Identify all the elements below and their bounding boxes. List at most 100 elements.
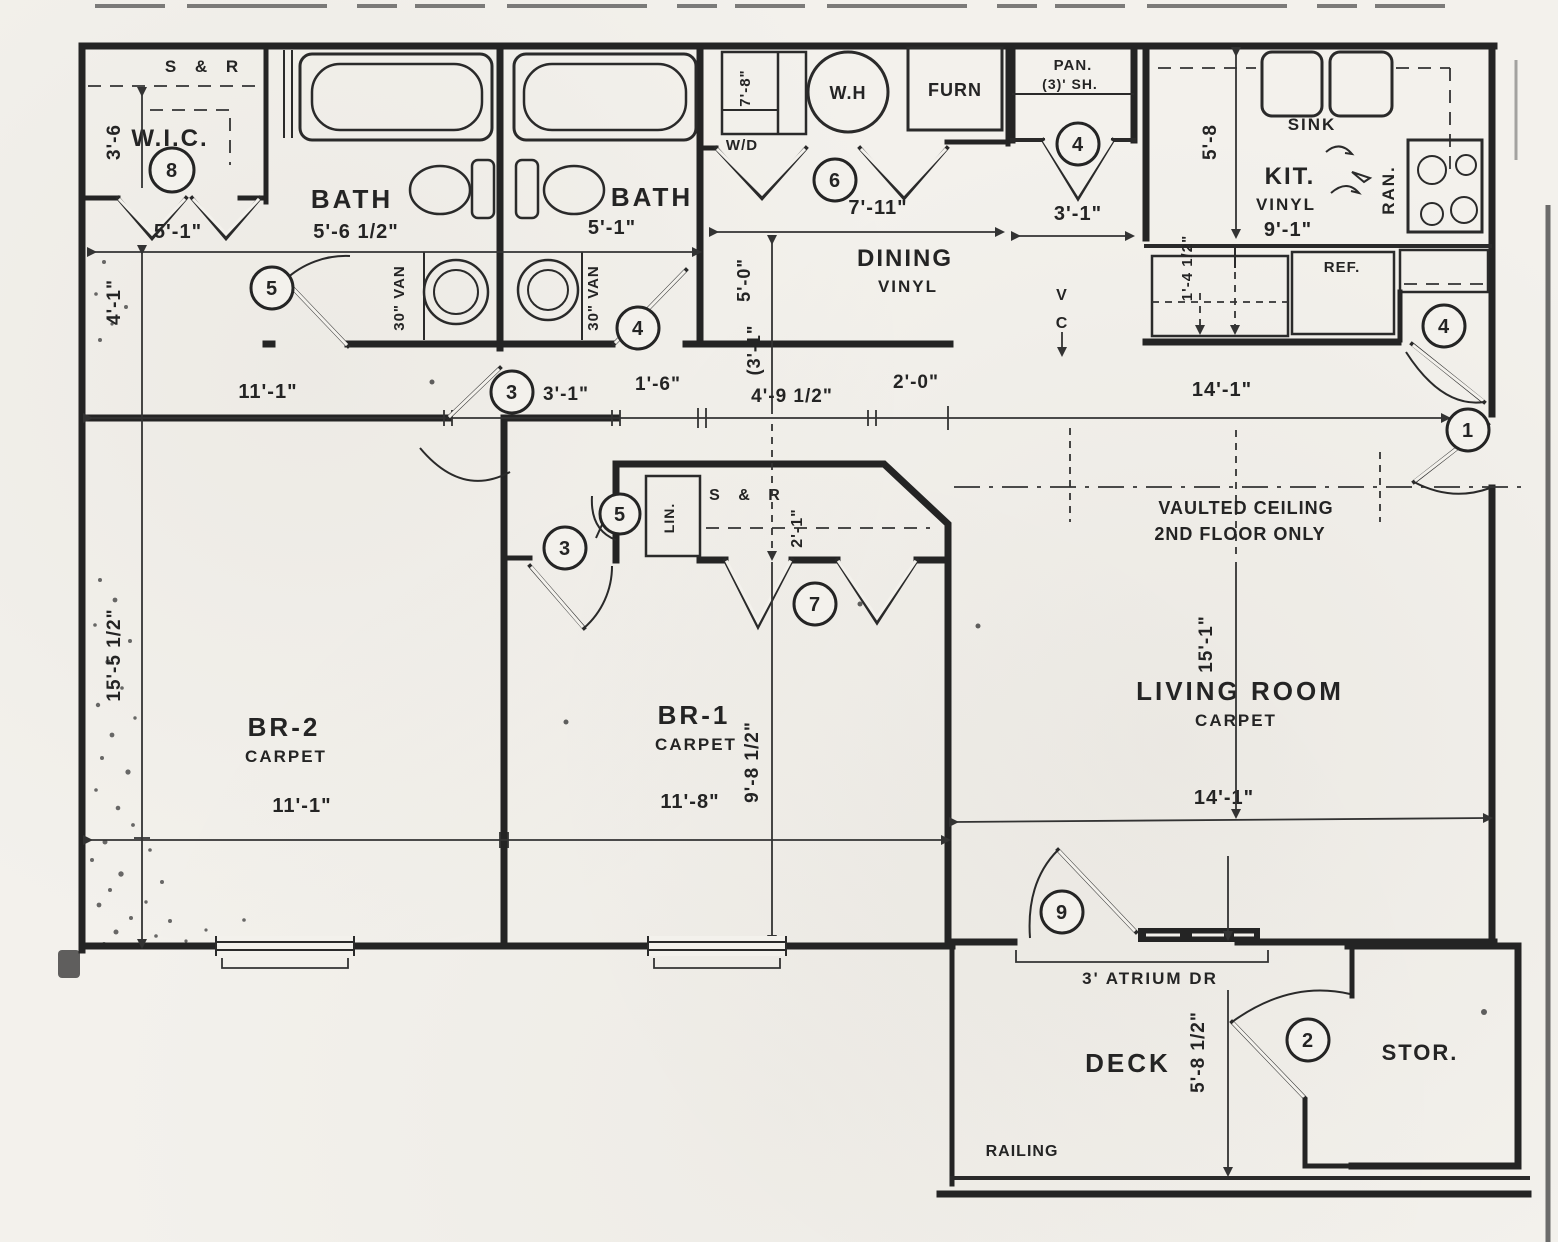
br1-width-dim: 11'-8"	[660, 791, 719, 813]
svg-text:5: 5	[614, 504, 626, 526]
vaulted-ceiling-lines: VAULTED CEILING 2ND FLOOR ONLY	[954, 428, 1530, 560]
left-dim-line: 4'-1" 15'-5 1/2"	[104, 245, 150, 949]
kitchen-lower: 1'-4 1/2" REF.	[1150, 235, 1490, 405]
kitchen-sink-left	[1260, 50, 1324, 118]
closet-shelf-rod-label: S & R	[709, 487, 787, 504]
kitchen-swirl-marks	[1325, 145, 1362, 195]
door-tag-linen: 5	[598, 492, 642, 536]
br2-label: BR-2	[248, 712, 321, 742]
vaulted-ceiling-label-2: 2ND FLOOR ONLY	[1154, 524, 1325, 544]
bathtub-1	[298, 52, 494, 142]
wic-shelf-rod-label: S & R	[165, 57, 245, 76]
counter	[1150, 254, 1290, 338]
hall-20-dim: 2'-0"	[893, 372, 939, 393]
deck-label: DECK	[1085, 1048, 1171, 1078]
living-floor-label: CARPET	[1195, 711, 1277, 730]
scan-artifacts	[58, 4, 1551, 1242]
scan-noise-stipple	[90, 260, 246, 946]
linen-closet	[644, 474, 702, 558]
sink-label: SINK	[1288, 115, 1337, 134]
bathtub-2	[512, 52, 698, 142]
svg-text:9: 9	[1056, 902, 1068, 924]
door-tag-br1: 3	[542, 525, 588, 571]
pantry-width-dim: 3'-1"	[1054, 203, 1102, 225]
kitchen: SINK KIT. VINYL 9'-1" 5'-8 RAN.	[1158, 47, 1484, 241]
kitchen-floor-label: VINYL	[1256, 195, 1316, 214]
hall-16-dim: 1'-6"	[635, 374, 681, 395]
door-tag-bath2: 4	[615, 305, 661, 351]
deck-dim: 5'-8 1/2"	[1188, 1011, 1209, 1093]
svg-text:5: 5	[266, 278, 278, 300]
water-heater	[806, 50, 890, 134]
svg-text:4: 4	[1072, 134, 1084, 156]
vaulted-ceiling-label-1: VAULTED CEILING	[1158, 498, 1333, 518]
bedroom-windows	[215, 936, 787, 969]
br1-height-dim: 9'-8 1/2"	[742, 721, 763, 803]
br1-window	[647, 936, 787, 956]
vanity1-label: 30" VAN	[391, 265, 408, 331]
pantry-label: PAN.	[1054, 57, 1093, 74]
left-height-dim: 15'-5 1/2"	[104, 608, 125, 701]
bath1-label: BATH	[311, 184, 393, 214]
br2-width-dim: 11'-1"	[272, 795, 331, 817]
svg-text:3: 3	[559, 538, 571, 560]
lower-dim-lines	[83, 562, 1493, 945]
furnace-label: FURN	[928, 80, 982, 100]
br1-closet: LIN. S & R 2'-1"	[644, 424, 930, 631]
refrigerator	[1290, 250, 1396, 336]
door-tag-pantry: 4	[1055, 121, 1101, 167]
svg-text:3: 3	[506, 382, 518, 404]
hall-door-dim: 3'-1"	[543, 384, 589, 405]
bathroom-2: BATH 5'-1" 30" VAN	[512, 52, 698, 340]
refrigerator-label: REF.	[1324, 259, 1361, 276]
range-label: RAN.	[1379, 165, 1398, 215]
hall-49-dim: 4'-9 1/2"	[751, 386, 833, 407]
door-tag-storage: 2	[1285, 1017, 1331, 1063]
dining-floor-label: VINYL	[878, 277, 938, 296]
wd-depth-dim: 7'-8"	[737, 69, 754, 106]
bath2-width-dim: 5'-1"	[588, 217, 636, 239]
svg-text:6: 6	[829, 170, 841, 192]
br2-floor-label: CARPET	[245, 747, 327, 766]
living-height-dim: 15'-1"	[1196, 615, 1217, 673]
linen-label: LIN.	[661, 503, 677, 533]
door-tag-br2: 3	[489, 369, 535, 415]
bathroom-1: BATH 5'-6 1/2" 30" VAN	[298, 52, 496, 340]
closet-depth-dim: 2'-1"	[789, 508, 806, 548]
living-width-dim: 14'-1"	[1194, 787, 1254, 809]
door-number-tags: 1 2 3 3 4 4 4 5	[148, 121, 1491, 1063]
br2-window	[215, 936, 355, 956]
kitchen-depth-dim: 5'-8	[1200, 124, 1221, 160]
counter-dim: 1'-4 1/2"	[1179, 235, 1196, 301]
kitchen-top-dim: 14'-1"	[1192, 379, 1252, 401]
deck-and-storage: 3' ATRIUM DR 5'-8 1/2" DECK STOR. RAILIN…	[936, 856, 1532, 1198]
water-heater-label: W.H	[830, 83, 867, 103]
room-labels: BR-2 CARPET 11'-1" BR-1 CARPET 11'-8" 9'…	[245, 615, 1344, 817]
washer-dryer	[720, 50, 808, 136]
svg-text:4: 4	[1438, 316, 1450, 338]
hall-dim-line: 11'-1" 3'-1" 1'-6" 4'-9 1/2" 2'-0" 14'-1…	[83, 372, 1451, 430]
kitchen-label: KIT.	[1265, 163, 1316, 190]
living-room-label: LIVING ROOM	[1136, 676, 1344, 706]
utility-closet: 7'-8" W/D W.H FURN 7'-11" 5'-0" (3'-1"	[709, 46, 1005, 414]
kitchen-sink-right	[1328, 50, 1394, 118]
door-tag-atrium: 9	[1039, 889, 1085, 935]
vanity2-label: 30" VAN	[585, 265, 602, 331]
door-tag-wic: 8	[148, 146, 196, 194]
door-tag-utility: 6	[812, 157, 858, 203]
walk-in-closet: S & R W.I.C. 3'-6 5'-1"	[88, 57, 263, 243]
toilet-2	[542, 164, 606, 216]
door-tag-entry: 1	[1445, 407, 1491, 453]
bath2-label: BATH	[611, 182, 693, 212]
utility-width-dim: 7'-11"	[848, 197, 907, 219]
svg-text:8: 8	[166, 160, 178, 182]
br1-floor-label: CARPET	[655, 735, 737, 754]
door-tag-br1-closet: 7	[792, 581, 838, 627]
hall-br2-dim: 11'-1"	[238, 381, 297, 403]
dining-label: DINING	[857, 245, 953, 272]
storage-label: STOR.	[1382, 1040, 1459, 1065]
pantry: PAN. (3)' SH. 3'-1"	[1011, 57, 1135, 241]
svg-text:1: 1	[1462, 420, 1474, 442]
